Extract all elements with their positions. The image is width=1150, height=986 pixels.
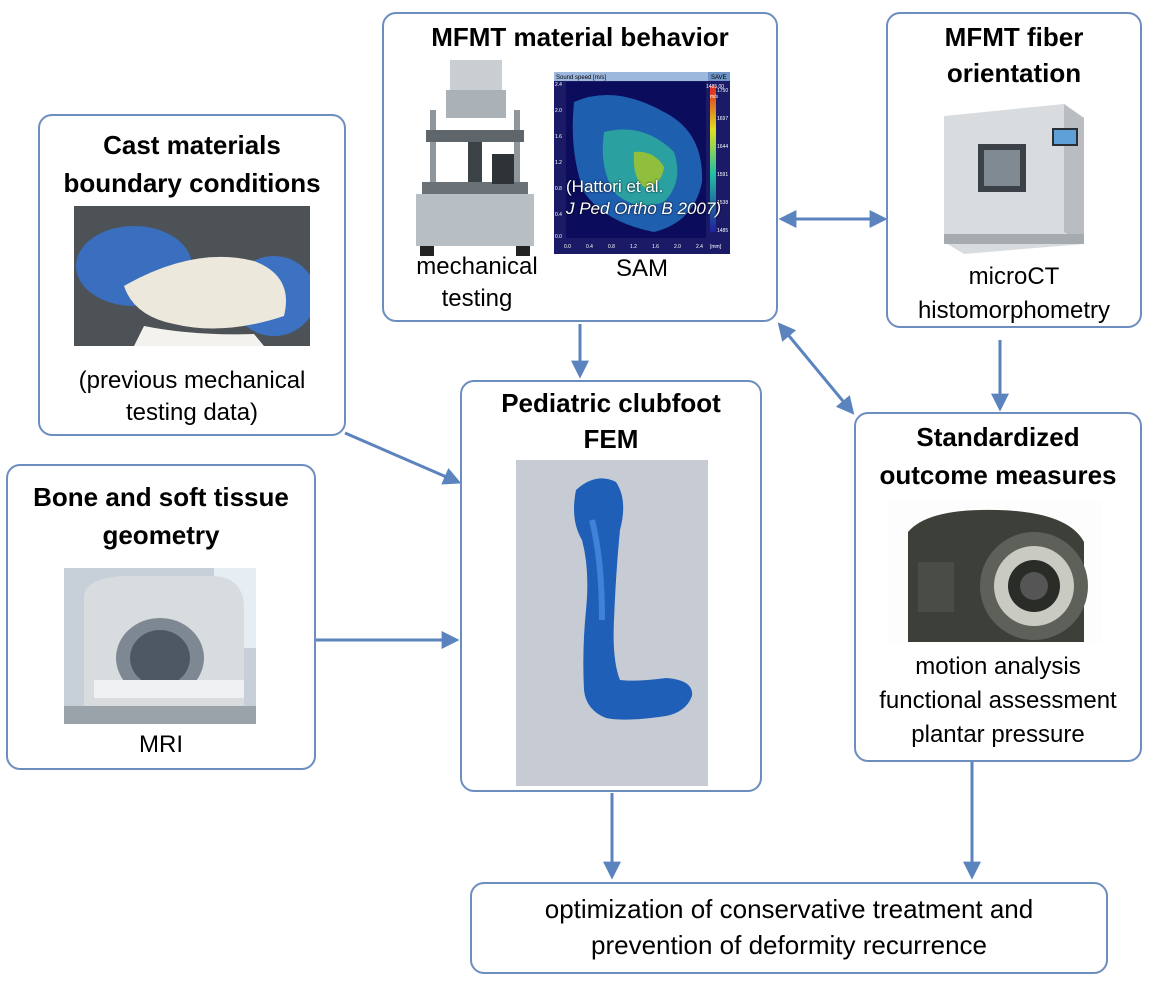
cast-title-2: boundary conditions xyxy=(63,168,321,198)
fiber-title-1: MFMT fiber xyxy=(944,22,1084,52)
citation-line-1: (Hattori et al. xyxy=(566,177,664,196)
optimization-box: optimization of conservative treatment a… xyxy=(470,882,1108,974)
cast-title-1: Cast materials xyxy=(103,130,281,160)
functional-assessment-label: functional assessment xyxy=(879,687,1117,714)
bone-geometry-box: Bone and soft tissue geometry MRI xyxy=(6,464,316,770)
sam-y-tick: 0.0 xyxy=(555,234,562,240)
sam-x-unit: [mm] xyxy=(710,244,722,250)
material-behavior-title: MFMT material behavior xyxy=(431,22,729,52)
sam-citation: (Hattori et al. J Ped Ortho B 2007) xyxy=(566,176,736,220)
bone-title-2: geometry xyxy=(102,520,220,550)
sam-header: Sound speed [m/s] xyxy=(556,75,606,81)
sam-x-tick: 0.0 xyxy=(564,244,571,250)
fiber-orientation-box: MFMT fiber orientation microCT histomorp… xyxy=(886,12,1142,328)
cast-materials-box: Cast materials boundary conditions (prev… xyxy=(38,114,346,436)
cast-label-1: (previous mechanical xyxy=(78,367,306,394)
fem-title-2: FEM xyxy=(583,424,639,454)
sam-y-tick: 0.4 xyxy=(555,212,562,218)
cast-label-2: testing data) xyxy=(125,399,259,426)
optimization-line-2: prevention of deformity recurrence xyxy=(591,930,987,960)
mri-label: MRI xyxy=(139,731,183,758)
material-behavior-box: MFMT material behavior Sound speed [m/s]… xyxy=(382,12,778,322)
citation-line-2: J Ped Ortho B 2007) xyxy=(566,199,721,218)
outcome-title-2: outcome measures xyxy=(879,460,1117,490)
sam-x-tick: 2.0 xyxy=(674,244,681,250)
sam-scale-1697: 1697 xyxy=(717,116,728,122)
sam-scale-1750: 1750 xyxy=(717,88,728,94)
sam-x-tick: 1.6 xyxy=(652,244,659,250)
histomorphometry-label: histomorphometry xyxy=(917,297,1111,324)
sam-scale-1644: 1644 xyxy=(717,144,728,150)
sam-label: SAM xyxy=(615,255,668,282)
plantar-pressure-label: plantar pressure xyxy=(911,721,1085,748)
mechanical-testing-machine-image xyxy=(416,60,534,256)
fem-title-1: Pediatric clubfoot xyxy=(501,388,721,418)
arrow-material-outcome xyxy=(777,322,855,415)
motion-analysis-label: motion analysis xyxy=(915,653,1081,680)
sam-save: SAVE xyxy=(711,75,727,81)
sam-top-value: 1485.00 xyxy=(706,84,724,90)
sam-unit: m/s xyxy=(710,94,719,100)
testing-label: testing xyxy=(441,285,513,312)
cast-photo xyxy=(74,206,310,346)
sam-x-tick: 1.2 xyxy=(630,244,637,250)
sam-y-tick: 2.0 xyxy=(555,108,562,114)
mechanical-label: mechanical xyxy=(416,253,538,280)
sam-x-tick: 0.8 xyxy=(608,244,615,250)
sam-y-tick: 1.2 xyxy=(555,160,562,166)
sam-y-tick: 2.4 xyxy=(555,82,562,88)
outcome-title-1: Standardized xyxy=(916,422,1080,452)
sam-x-tick: 0.4 xyxy=(586,244,593,250)
sam-scale-1538: 1538 xyxy=(717,200,728,206)
sam-y-tick: 1.6 xyxy=(555,134,562,140)
sam-scale-1591: 1591 xyxy=(717,172,728,178)
motion-camera-image xyxy=(888,502,1102,642)
mri-scanner-image xyxy=(64,568,256,724)
microct-label: microCT xyxy=(968,263,1060,290)
sam-sound-speed-map: Sound speed [m/s] SAVE 1750 1697 1644 15… xyxy=(554,72,730,254)
microct-scanner-image xyxy=(934,104,1096,254)
sam-scale-1485: 1485 xyxy=(717,228,728,234)
sam-y-tick: 0.8 xyxy=(555,186,562,192)
sam-x-tick: 2.4 xyxy=(696,244,703,250)
outcome-measures-box: Standardized outcome measures motion ana… xyxy=(854,412,1142,762)
bone-title-1: Bone and soft tissue xyxy=(33,482,289,512)
optimization-line-1: optimization of conservative treatment a… xyxy=(544,894,1034,924)
clubfoot-fem-box: Pediatric clubfoot FEM xyxy=(460,380,762,792)
fem-foot-model-image xyxy=(516,460,708,786)
arrow-cast-to-fem xyxy=(344,431,462,485)
fiber-title-2: orientation xyxy=(946,58,1082,88)
